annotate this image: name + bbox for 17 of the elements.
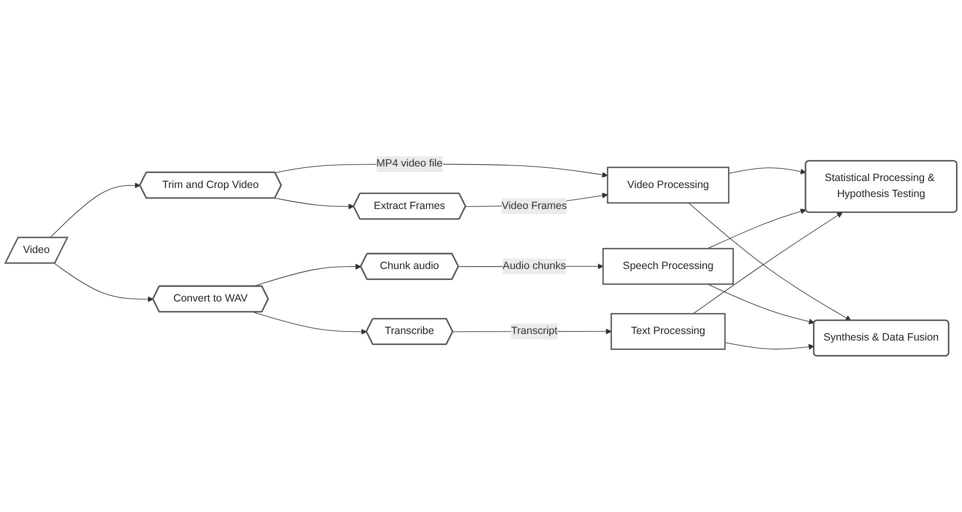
node-box: Speech Processing [602,248,734,285]
arrow [54,263,154,302]
edge-label: Audio chunks [502,260,566,272]
arrow [728,168,806,174]
arrow [50,182,140,238]
edge-label: Transcript [511,326,558,337]
node-box: Text Processing [610,313,726,350]
arrow [274,198,354,210]
edge-label: MP4 video file [376,158,443,170]
edge-label: Video Frames [502,200,567,212]
arrow [692,212,843,314]
arrow [707,284,814,324]
arrow [724,342,814,350]
node-box: Video Processing [606,166,730,204]
arrow [252,312,367,335]
arrow [688,202,852,321]
arrow [707,208,806,249]
